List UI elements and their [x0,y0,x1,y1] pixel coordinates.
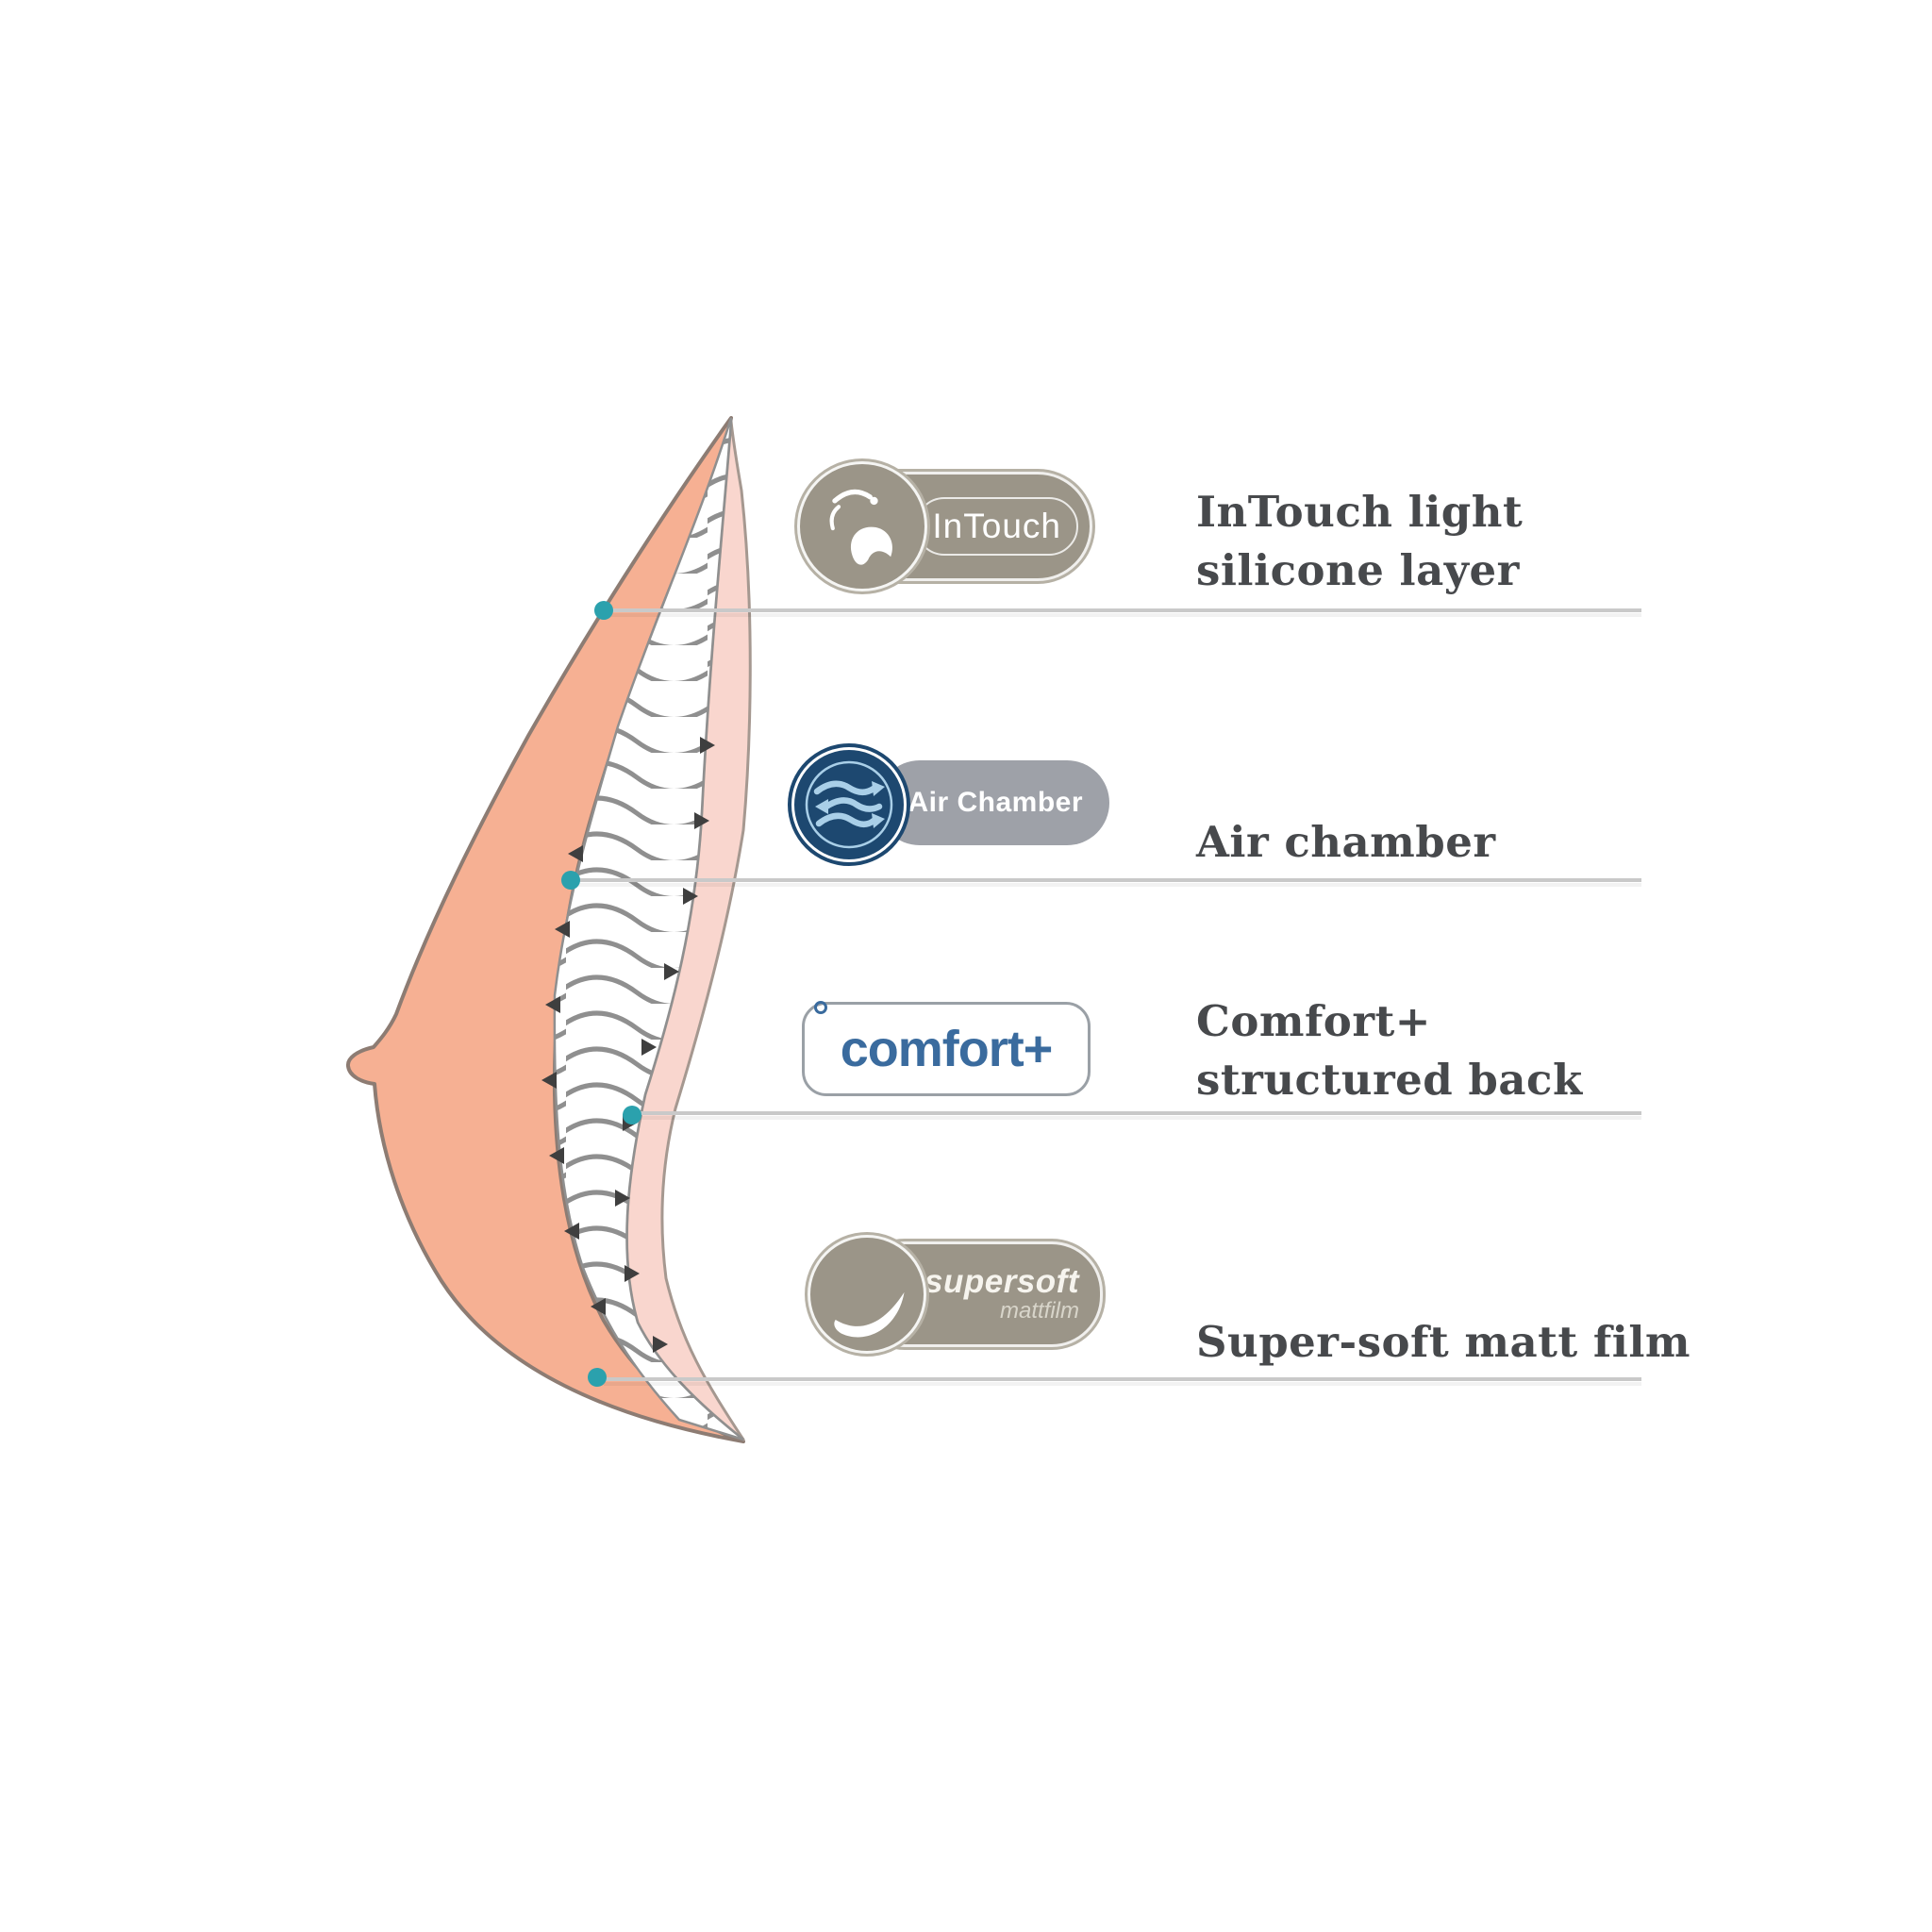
air-chamber-badge-icon [791,747,907,862]
intouch-badge-icon [797,461,927,591]
air-chamber-badge-pill: Air Chamber [877,760,1109,845]
marker-silicone-layer [594,601,613,620]
supersoft-badge-label: supersoft [924,1263,1079,1300]
label-line: Comfort+ [1196,996,1432,1046]
supersoft-badge-icon [808,1235,926,1354]
label-line: Air chamber [1196,817,1496,867]
marker-air-chamber [561,871,580,890]
callout-line-air-chamber [577,878,1641,882]
label-line: InTouch light [1196,487,1524,537]
air-chamber-badge-label: Air Chamber [908,787,1083,818]
label-matt-film: Super-soft matt film [1196,1313,1690,1372]
callout-line-silicone [611,608,1641,612]
label-line: structured back [1196,1055,1583,1105]
expansion-arrows [541,737,715,1353]
spring-structure-hatching [554,418,743,1440]
callout-line-matt-film [604,1377,1641,1381]
air-flow-waves-icon [805,760,893,849]
label-structured-back: Comfort+ structured back [1196,992,1583,1109]
supersoft-badge-labels: supersoft mattfilm [924,1265,1079,1324]
mattfilm-badge-sublabel: mattfilm [1000,1298,1079,1324]
hand-touch-icon [829,489,892,565]
feather-crescent-icon [834,1291,905,1338]
label-air-chamber: Air chamber [1196,813,1496,872]
marker-matt-film [588,1368,607,1387]
label-line: Super-soft matt film [1196,1317,1691,1367]
callout-line-structured-back [640,1111,1641,1115]
comfort-ring-icon [814,1001,827,1014]
label-silicone-layer: InTouch light silicone layer [1196,483,1523,600]
comfort-plus-badge: comfort+ [802,1001,1091,1096]
intouch-badge-label: InTouch [915,497,1078,556]
comfort-plus-badge-label: comfort+ [840,1021,1054,1077]
label-line: silicone layer [1196,545,1520,595]
marker-structured-back [623,1106,641,1124]
